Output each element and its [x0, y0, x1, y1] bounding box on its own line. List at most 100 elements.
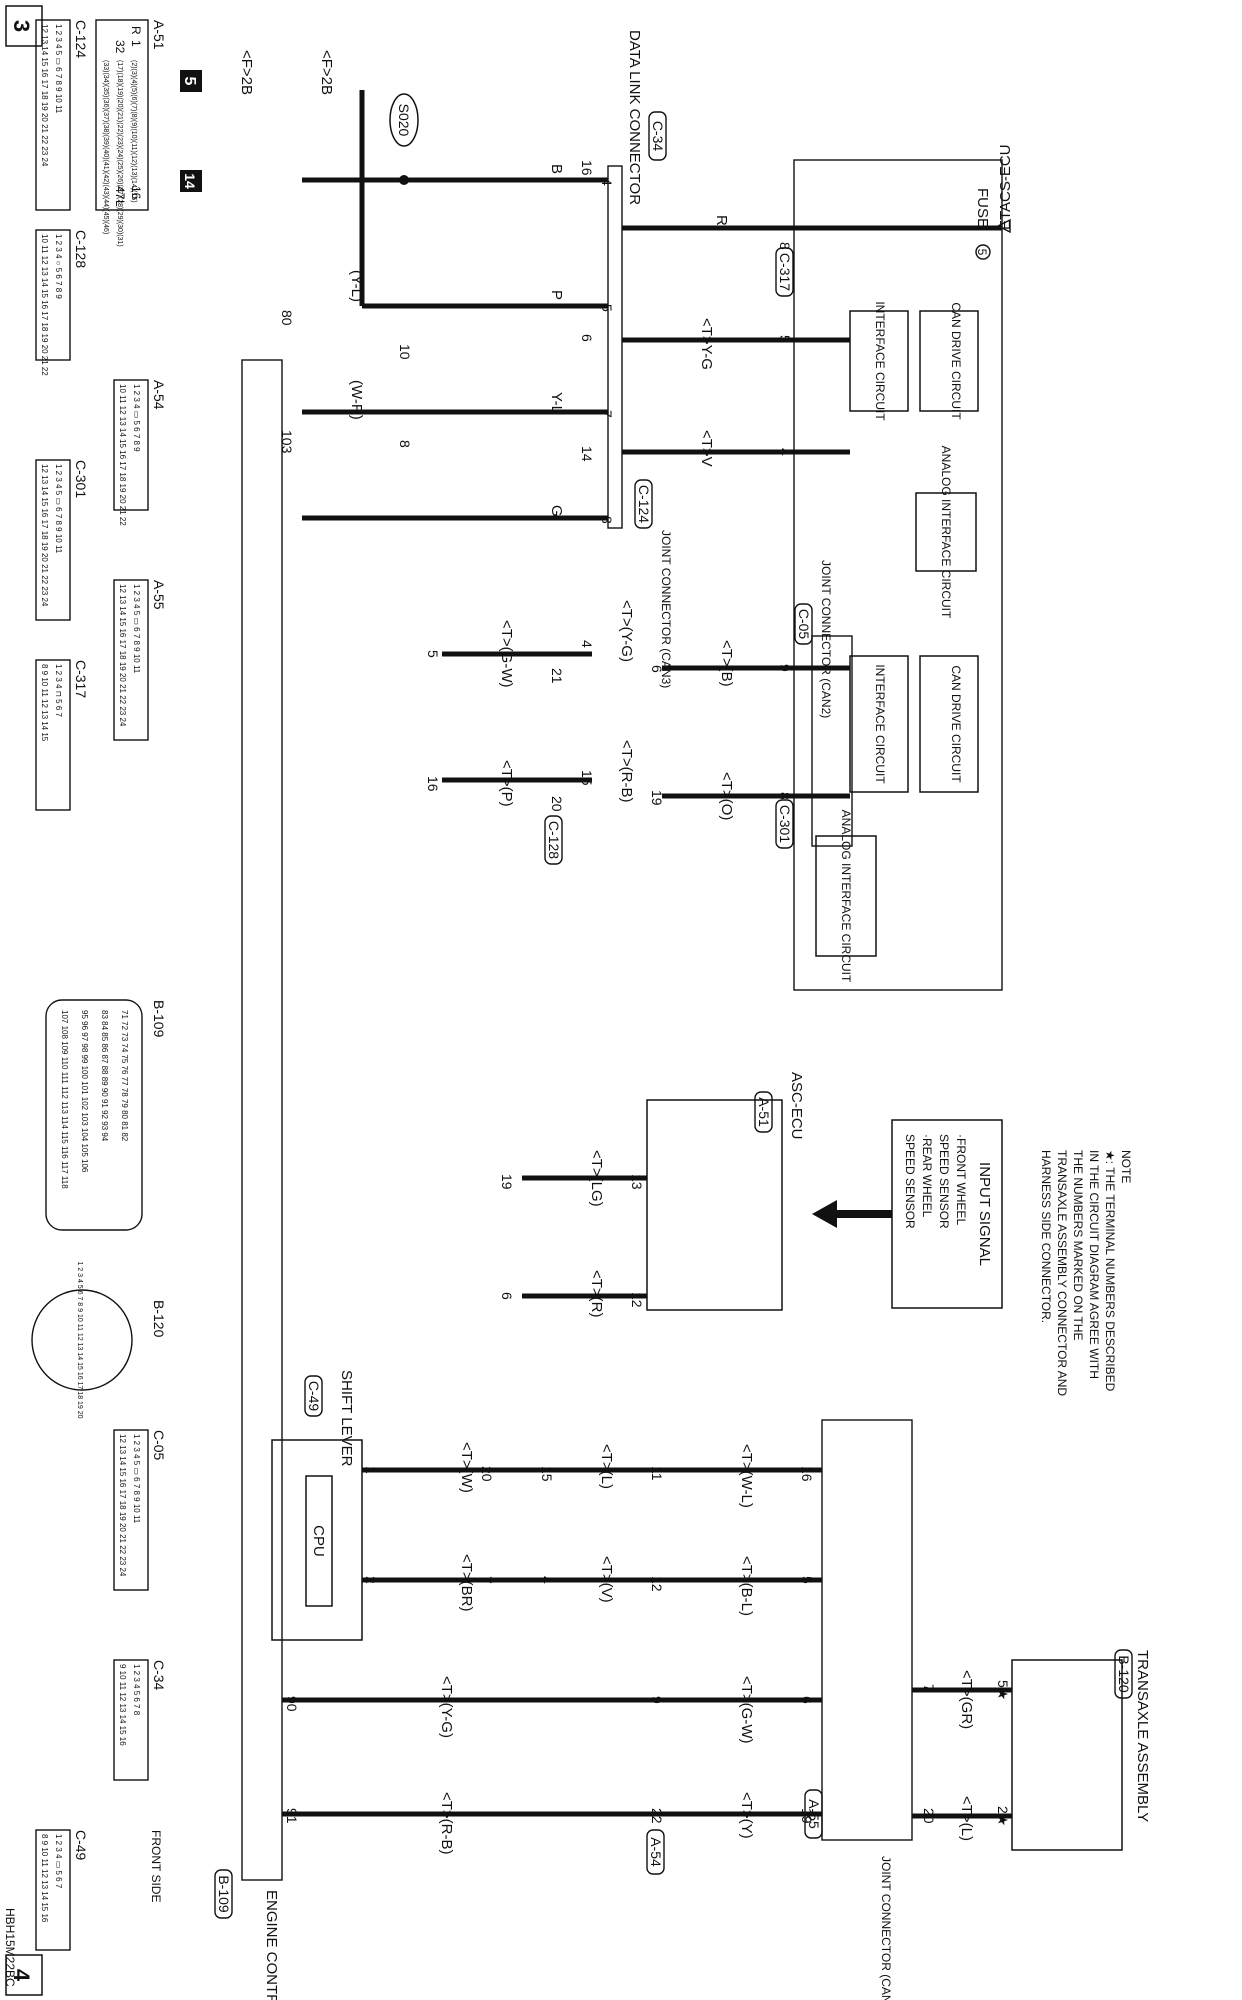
input-signal-line-4: SPEED SENSOR	[903, 1134, 917, 1229]
wire-can3-g-w-label: <T>(G-W)	[498, 620, 515, 688]
wire-v2-label: <T>(V)	[598, 1556, 615, 1603]
can-drive-circuit-block-1	[919, 310, 979, 412]
view-c34-frame	[113, 1659, 149, 1781]
connector-view-c124: C-124 1 2 3 4 5 ▭ 6 7 8 9 10 11 12 13 14…	[35, 19, 89, 211]
shift-lever-label: SHIFT LEVER	[338, 1370, 355, 1467]
cpu-label: CPU	[310, 1525, 327, 1557]
view-a55-frame	[113, 579, 149, 741]
view-b109-row-4: 107 108 109 110 111 112 113 114 115 116 …	[60, 1010, 69, 1189]
shift-pin-1: 1	[363, 1466, 379, 1474]
wire-l-label: <T>(L)	[598, 1444, 615, 1489]
view-c301-row-1: 1 2 3 4 5 ▭ 6 7 8 9 10 11	[54, 464, 63, 554]
shift-pin-20: 20	[479, 1466, 495, 1482]
pin-4: 4	[539, 1576, 555, 1584]
note-line-6: HARNESS SIDE CONNECTOR.	[1039, 1150, 1053, 1323]
view-c124-tag: C-124	[73, 20, 89, 58]
dlc-pin-16: 16	[579, 160, 595, 176]
asc-ecu-label: ASC-ECU	[788, 1072, 805, 1140]
can3-pin-20: 20	[549, 796, 565, 812]
input-signal-title: INPUT SIGNAL	[976, 1162, 993, 1266]
view-b120-pins: 1 2 3 4 5 6 7 8 9 10 11 12 13 14 15 16 1…	[76, 1261, 83, 1418]
view-a51-1: 1	[129, 40, 143, 47]
page-end-number: 4	[9, 1969, 34, 1982]
view-a54-tag: A-54	[151, 380, 167, 410]
view-c05-row-1: 1 2 3 4 5 ▭ 6 7 8 9 10 11	[132, 1434, 141, 1524]
data-link-connector-body	[607, 165, 623, 529]
ground-2-box	[180, 170, 202, 192]
front-side-label: FRONT SIDE	[149, 1830, 163, 1902]
view-c49-row-1: 1 2 3 4 ▭ 5 6 7	[54, 1834, 63, 1889]
ground-1-box	[180, 70, 202, 92]
etacs-ecu-label: ETACS-ECU	[997, 144, 1014, 230]
fuse-label: FUSE	[974, 188, 991, 228]
wire-asc-lg-label: <T>(LG)	[588, 1150, 605, 1207]
view-b109-row-3: 95 96 97 98 99 100 101 102 103 104 105 1…	[80, 1010, 89, 1173]
tag-a51-text: A-51	[756, 1097, 772, 1127]
wire-r-label: R	[713, 215, 730, 226]
fuse-number-circle	[975, 244, 991, 260]
view-a55-tag: A-55	[151, 580, 167, 610]
asc-ecu-box	[646, 1099, 783, 1311]
cpu-block	[305, 1475, 333, 1607]
asc-pin-13: 13	[629, 1174, 645, 1190]
connector-view-c317: C-317 1 2 3 4 ⊓ 5 6 7 8 9 10 11 12 13 14…	[35, 659, 89, 811]
view-a51-row-3: (33)(34)(35)(36)(37)(38)(39)(40)(41)(42)…	[102, 60, 109, 234]
tag-a51	[754, 1091, 773, 1133]
analog-interface-label-2: ANALOG INTERFACE CIRCUIT	[839, 810, 853, 983]
interface-circuit-label-2: INTERFACE CIRCUIT	[873, 664, 887, 784]
interface-circuit-block-2	[849, 655, 909, 793]
engine-control-module-box	[241, 359, 283, 1881]
connector-view-c128: C-128 1 2 3 4 ○ 5 6 7 8 9 10 11 12 13 14…	[35, 229, 89, 376]
wire-can4-y-label: <T>(Y)	[738, 1792, 755, 1839]
tag-c34	[648, 111, 667, 161]
tag-b120-text: B-120	[1116, 1655, 1132, 1693]
ecm-pin-103: 103	[279, 430, 295, 454]
ground-2-label: <F>2B	[238, 50, 255, 95]
ecm-pin-90: 90	[284, 1696, 300, 1712]
tx-pin-2: 2★	[995, 1806, 1011, 1826]
tag-c49-text: C-49	[306, 1381, 322, 1412]
ground-1-number: 5	[181, 77, 198, 86]
note-line-5: TRANSAXLE ASSEMBLY CONNECTOR AND	[1055, 1150, 1069, 1396]
tag-c05-text: C-05	[796, 609, 812, 640]
joint-can4-label: JOINT CONNECTOR (CAN4)	[879, 1856, 893, 2000]
view-a54-frame	[113, 379, 149, 511]
can2-pin-6: 6	[649, 665, 665, 673]
connector-view-c301: C-301 1 2 3 4 5 ▭ 6 7 8 9 10 11 12 13 14…	[35, 459, 89, 621]
splice-s020-dot	[399, 175, 409, 185]
wire-shift-br-label: <T>(BR)	[458, 1554, 475, 1612]
wire-y-l-label: Y-L	[548, 392, 565, 414]
input-signal-line-1: ·FRONT WHEEL	[954, 1134, 968, 1225]
ecm-pin-91: 91	[284, 1808, 300, 1824]
input-signal-line-2: SPEED SENSOR	[937, 1134, 951, 1229]
tag-c128	[544, 815, 563, 865]
wire-r-b2-label: <T>(R-B)	[438, 1792, 455, 1855]
can-drive-circuit-label-1: CAN DRIVE CIRCUIT	[949, 302, 963, 420]
tx-pin-5: 5★	[995, 1680, 1011, 1700]
wire-can2-o-label: <T>(O)	[718, 772, 735, 820]
tag-c34-text: C-34	[650, 121, 666, 152]
etacs-ecu-box	[793, 159, 1003, 991]
note-line-2: ★: THE TERMINAL NUMBERS DESCRIBED	[1103, 1150, 1117, 1392]
view-c124-frame	[35, 19, 71, 211]
tx-pin-20: 20	[921, 1808, 937, 1824]
view-c49-frame	[35, 1829, 71, 1951]
wire-shift-w-label: <T>(W)	[458, 1442, 475, 1493]
analog-interface-block-2	[815, 835, 877, 957]
view-b109-row-1: 71 72 73 74 75 76 77 78 79 80 81 82	[120, 1010, 129, 1142]
joint-connector-can4-box	[821, 1419, 913, 1841]
view-b109-frame	[45, 999, 143, 1231]
tag-b109	[214, 1869, 233, 1919]
can3-pin-5: 5	[425, 650, 441, 658]
splice-s020-label: S020	[396, 104, 412, 137]
connector-view-b109: B-109 71 72 73 74 75 76 77 78 79 80 81 8…	[45, 999, 167, 1231]
tag-c05	[794, 603, 813, 645]
wire-y-l-paren-label: (Y-L)	[348, 270, 365, 302]
view-a51-tag: A-51	[151, 20, 167, 50]
wire-g-label: G	[548, 505, 565, 517]
dlc-pin-14: 14	[579, 446, 595, 462]
note-line-4: THE NUMBERS MARKED ON THE	[1071, 1150, 1085, 1340]
can3-pin-21: 21	[549, 668, 565, 684]
